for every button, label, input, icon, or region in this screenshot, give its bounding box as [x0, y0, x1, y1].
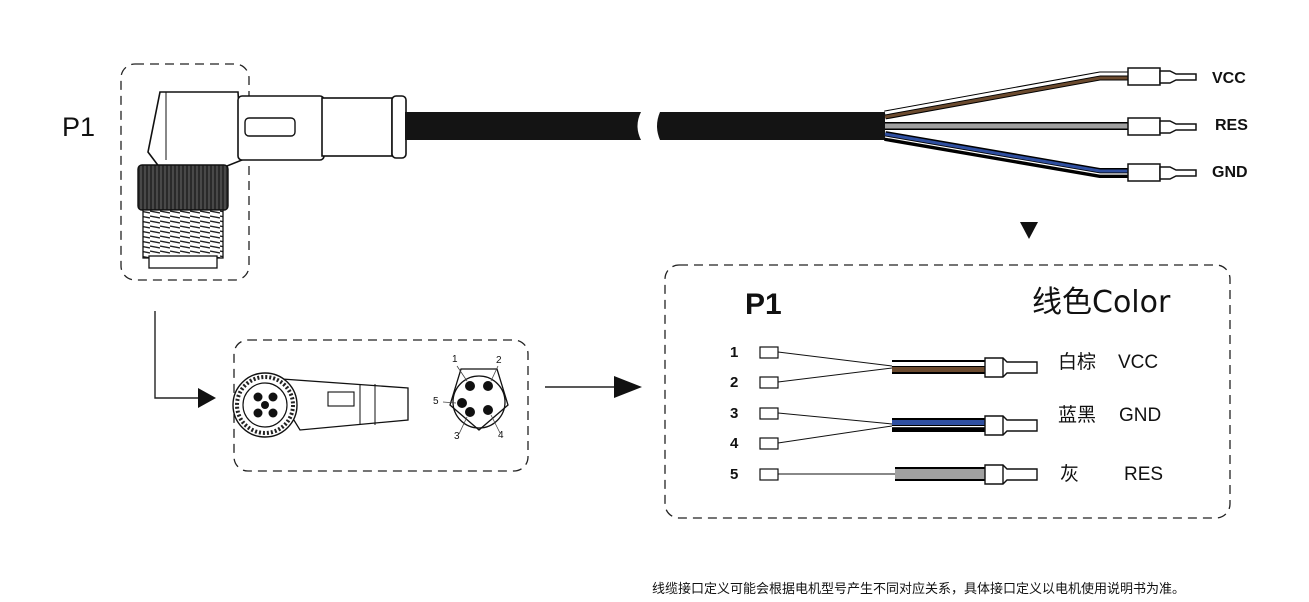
wire-label-res: RES: [1215, 117, 1248, 134]
wire-fanout: [884, 71, 1128, 178]
face-pin-3: 3: [454, 431, 460, 442]
table-wire-gray: [895, 467, 985, 481]
wire-label-gnd: GND: [1212, 164, 1248, 181]
pin-number-1: 1: [730, 344, 739, 361]
footnote: 线缆接口定义可能会根据电机型号产生不同对应关系，具体接口定义以电机使用说明书为准…: [652, 582, 1186, 597]
face-pin-1: 1: [452, 354, 458, 365]
pin-number-2: 2: [730, 374, 739, 391]
row-signal-gnd: GND: [1119, 405, 1162, 426]
arrow-to-table: [545, 376, 642, 398]
table-ferrules: [984, 357, 1038, 485]
down-arrow-icon: [1020, 222, 1038, 239]
row-color-blue-black: 蓝黑: [1058, 404, 1097, 426]
table-dashed-frame: [664, 264, 1231, 519]
face-pin-2: 2: [496, 355, 502, 366]
pin-number-5: 5: [730, 466, 739, 483]
pin-number-4: 4: [730, 435, 739, 452]
connector-dashed-frame: [120, 63, 250, 281]
pin-layout-diagram: [442, 365, 509, 435]
row-signal-res: RES: [1124, 464, 1164, 485]
table-header-p1: P1: [745, 288, 782, 321]
m12-angled-connector: [137, 91, 407, 269]
table-header-color: 线色Color: [1032, 285, 1171, 320]
row-color-white-brown: 白棕: [1058, 351, 1097, 373]
arrow-to-face-view: [154, 311, 216, 408]
connector-label: P1: [62, 112, 96, 142]
face-pin-4: 4: [498, 430, 504, 441]
table-wire-blue-black: [892, 418, 985, 432]
pin-wires: [777, 351, 895, 475]
pin-terminals: [759, 346, 779, 481]
main-cable: [405, 112, 885, 140]
face-pin-5: 5: [433, 396, 439, 407]
wire-label-vcc: VCC: [1212, 70, 1246, 87]
wire-ferrules: [1127, 67, 1197, 182]
pin-number-3: 3: [730, 405, 739, 422]
table-wire-white-brown: [892, 360, 985, 374]
row-color-gray: 灰: [1060, 463, 1080, 485]
connector-face-view: [232, 372, 409, 438]
row-signal-vcc: VCC: [1118, 352, 1159, 373]
